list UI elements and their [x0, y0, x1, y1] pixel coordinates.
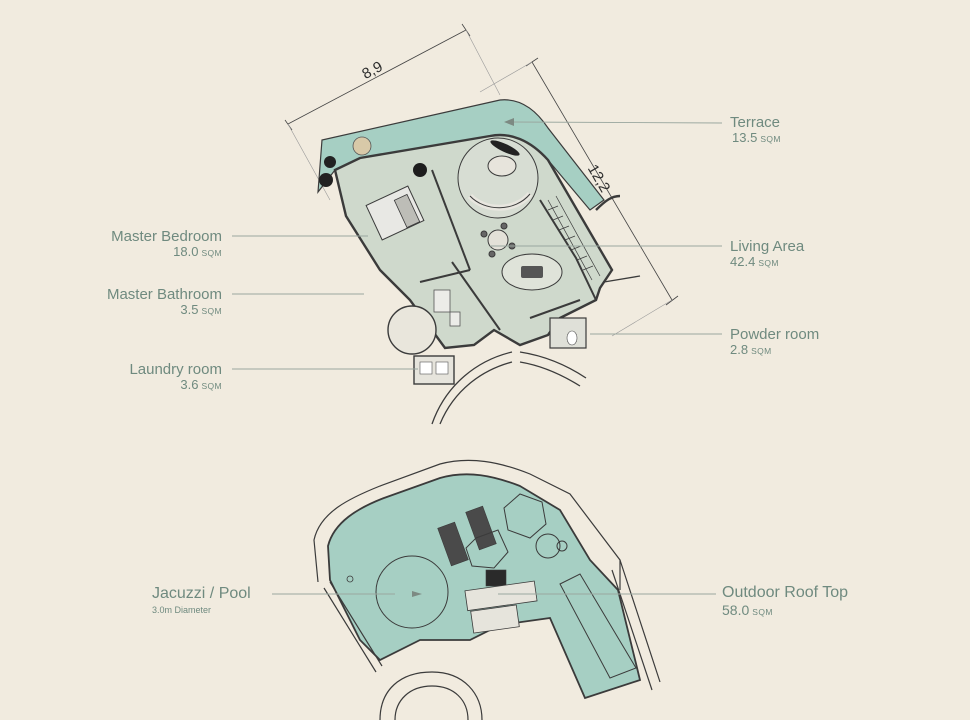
master-bathroom-name: Master Bathroom [106, 286, 222, 303]
long-pool [559, 573, 637, 679]
laundry-room-name: Laundry room [129, 361, 222, 378]
dining-table [480, 222, 516, 258]
extension-lines [287, 29, 673, 337]
bed [365, 185, 425, 241]
terrace-plants [319, 136, 520, 187]
powder-room-name: Powder room [730, 326, 820, 343]
outdoor-roof-top-name: Outdoor Roof Top [722, 584, 849, 601]
living-area-name: Living Area [730, 238, 805, 255]
laundry-box [413, 355, 455, 385]
leader-lines [232, 118, 723, 597]
roof-umbrellas [465, 493, 568, 569]
jacuzzi-pool-name: Jacuzzi / Pool [152, 585, 251, 602]
kitchen-island [501, 253, 563, 291]
staircase [547, 195, 601, 281]
sun-loungers [437, 505, 507, 587]
living-sofa [457, 137, 539, 219]
jacuzzi-pool-diameter: 3.0m Diameter [152, 605, 212, 616]
internal-walls [419, 169, 597, 331]
roof-top-plan [313, 459, 661, 720]
roof-outer-walls [323, 559, 661, 720]
entrance-curves [431, 194, 641, 425]
terrace-name: Terrace [730, 114, 781, 131]
upper-floor-plan [284, 23, 679, 425]
powder-room-box [549, 317, 587, 349]
master-bedroom-name: Master Bedroom [111, 228, 222, 245]
roof-lounge [464, 580, 538, 634]
roof-outer-ring [313, 459, 621, 590]
jacuzzi-pool-label: Jacuzzi / Pool 3.0m Diameter [152, 585, 251, 616]
roof-top-area [327, 473, 642, 700]
master-bathroom-round-area [387, 289, 461, 355]
